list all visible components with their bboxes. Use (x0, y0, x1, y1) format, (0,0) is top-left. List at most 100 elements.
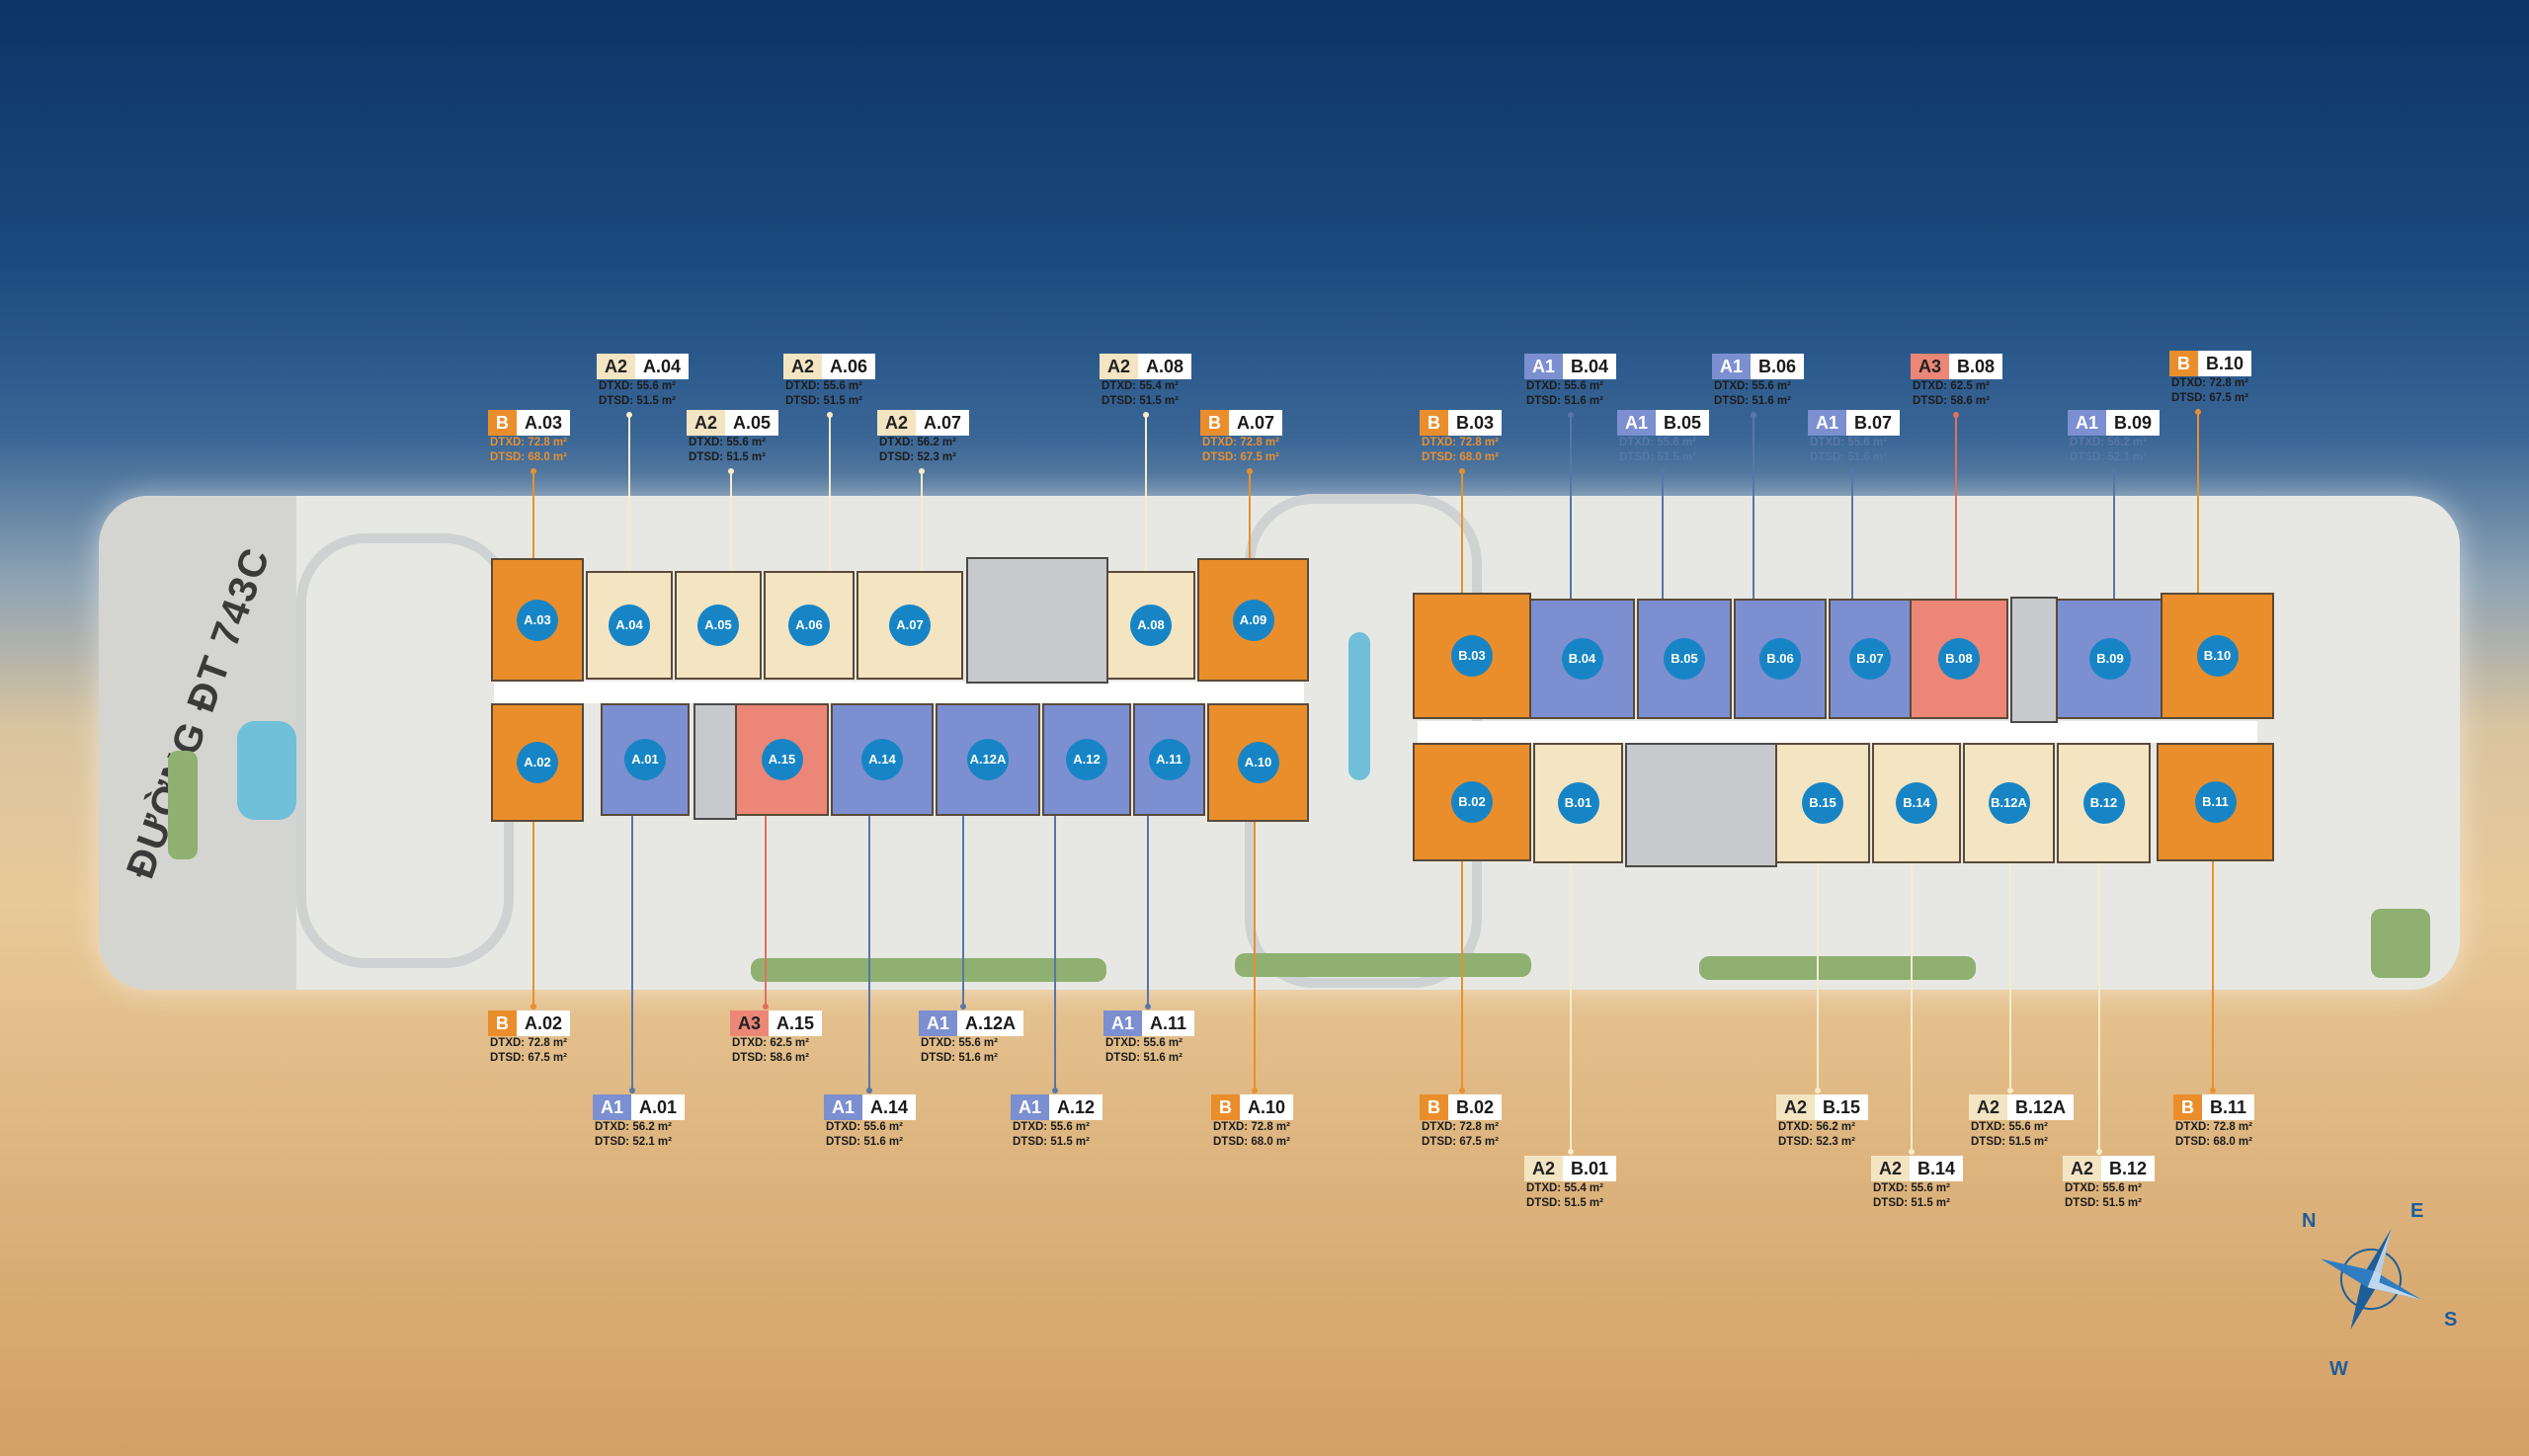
unit-marker[interactable]: B.02 (1451, 781, 1493, 823)
unit-b-03[interactable]: B.03 (1413, 593, 1531, 719)
unit-marker[interactable]: A.08 (1130, 605, 1172, 646)
unit-marker[interactable]: A.14 (861, 739, 903, 780)
unit-marker[interactable]: A.03 (517, 599, 558, 641)
unit-b-07[interactable]: B.07 (1829, 599, 1912, 719)
unit-b-06[interactable]: B.06 (1734, 599, 1827, 719)
unit-a-12[interactable]: A.12 (1042, 703, 1131, 816)
unit-a-08[interactable]: A.08 (1106, 571, 1195, 680)
unit-marker[interactable]: B.09 (2089, 638, 2131, 680)
unit-marker[interactable]: B.04 (1561, 638, 1603, 680)
unit-marker[interactable]: A.02 (517, 742, 558, 783)
unit-a-05[interactable]: A.05 (675, 571, 762, 680)
unit-marker[interactable]: B.10 (2196, 635, 2239, 677)
unit-type-badge: A2 (597, 354, 636, 379)
unit-marker[interactable]: B.05 (1664, 638, 1705, 680)
unit-b-04[interactable]: B.04 (1529, 599, 1635, 719)
unit-a-11[interactable]: A.11 (1133, 703, 1205, 816)
unit-marker[interactable]: A.10 (1237, 742, 1279, 783)
unit-b-10[interactable]: B.10 (2161, 593, 2274, 719)
unit-a-15[interactable]: A.15 (735, 703, 829, 816)
unit-dtsd: DTSD: 68.0 m² (1422, 451, 1499, 463)
unit-b-11[interactable]: B.11 (2157, 743, 2274, 861)
unit-marker[interactable]: A.12A (967, 739, 1009, 780)
unit-marker[interactable]: A.09 (1232, 599, 1274, 641)
unit-marker[interactable]: B.06 (1759, 638, 1801, 680)
unit-b-08[interactable]: B.08 (1910, 599, 2008, 719)
unit-type-badge: B (1211, 1094, 1240, 1120)
unit-marker[interactable]: B.08 (1938, 638, 1980, 680)
unit-a-12a[interactable]: A.12A (936, 703, 1040, 816)
unit-a-02[interactable]: A.02 (491, 703, 584, 822)
unit-marker[interactable]: A.07 (889, 605, 931, 646)
unit-a-03[interactable]: A.03 (491, 558, 584, 682)
unit-b-02[interactable]: B.02 (1413, 743, 1531, 861)
unit-b-01[interactable]: B.01 (1533, 743, 1623, 863)
unit-b-12[interactable]: B.12 (2057, 743, 2151, 863)
unit-marker[interactable]: B.15 (1802, 782, 1843, 824)
unit-type-badge: A1 (1011, 1094, 1050, 1120)
unit-marker[interactable]: B.11 (2194, 781, 2237, 823)
unit-a-01[interactable]: A.01 (601, 703, 690, 816)
roundabout-left (296, 533, 514, 968)
unit-b-09[interactable]: B.09 (2056, 599, 2164, 719)
unit-b-12a[interactable]: B.12A (1963, 743, 2055, 863)
unit-b-14[interactable]: B.14 (1872, 743, 1961, 863)
unit-marker[interactable]: B.12 (2082, 782, 2125, 824)
unit-marker[interactable]: A.05 (697, 605, 739, 646)
unit-marker[interactable]: B.01 (1557, 782, 1599, 824)
unit-marker[interactable]: A.11 (1148, 739, 1190, 780)
leader-dot-b-05 (1660, 468, 1666, 474)
unit-id: A.04 (635, 354, 690, 379)
unit-marker[interactable]: A.06 (788, 605, 830, 646)
unit-marker[interactable]: B.07 (1849, 638, 1891, 680)
unit-dtsd: DTSD: 51.6 m² (1714, 395, 1791, 407)
unit-marker[interactable]: A.01 (624, 739, 666, 780)
unit-marker[interactable]: A.04 (609, 605, 650, 646)
unit-marker[interactable]: B.12A (1988, 782, 2030, 824)
unit-marker[interactable]: A.15 (761, 739, 803, 780)
unit-a-04[interactable]: A.04 (586, 571, 673, 680)
unit-a-10[interactable]: A.10 (1207, 703, 1309, 822)
unit-id: B.12 (2101, 1156, 2156, 1181)
unit-a-07[interactable]: A.07 (857, 571, 963, 680)
unit-a-14[interactable]: A.14 (831, 703, 934, 816)
unit-marker[interactable]: A.12 (1066, 739, 1107, 780)
unit-marker[interactable]: B.03 (1451, 635, 1493, 677)
unit-b-05[interactable]: B.05 (1637, 599, 1732, 719)
unit-b-15[interactable]: B.15 (1775, 743, 1870, 863)
unit-a-06[interactable]: A.06 (764, 571, 855, 680)
unit-a-09[interactable]: A.09 (1197, 558, 1309, 682)
unit-marker[interactable]: B.14 (1896, 782, 1937, 824)
